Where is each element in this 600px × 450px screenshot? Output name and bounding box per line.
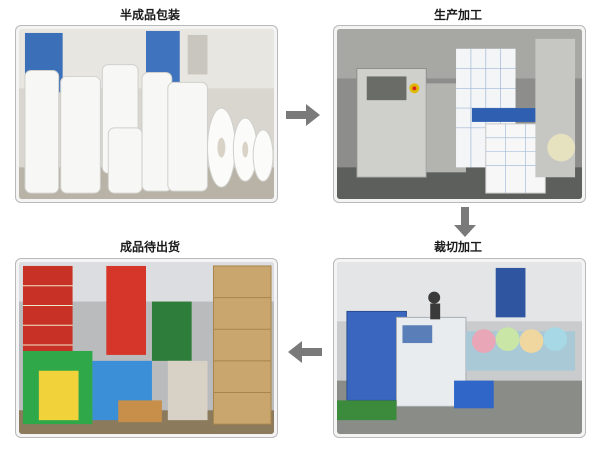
panel-label-semi-finished: 半成品包装 bbox=[119, 8, 180, 22]
panel-label-production: 生产加工 bbox=[433, 8, 482, 22]
photo-production-machine bbox=[333, 25, 586, 203]
arrow-left-icon bbox=[288, 341, 322, 363]
panel-label-cutting: 裁切加工 bbox=[433, 240, 482, 254]
photo-semi-finished-packaging bbox=[15, 25, 278, 203]
photo-cutting-line bbox=[333, 258, 586, 438]
photo-finished-goods-warehouse bbox=[15, 258, 278, 438]
arrow-right-icon bbox=[286, 104, 320, 126]
arrow-down-icon bbox=[454, 207, 476, 237]
panel-label-finished-goods: 成品待出货 bbox=[119, 240, 180, 254]
